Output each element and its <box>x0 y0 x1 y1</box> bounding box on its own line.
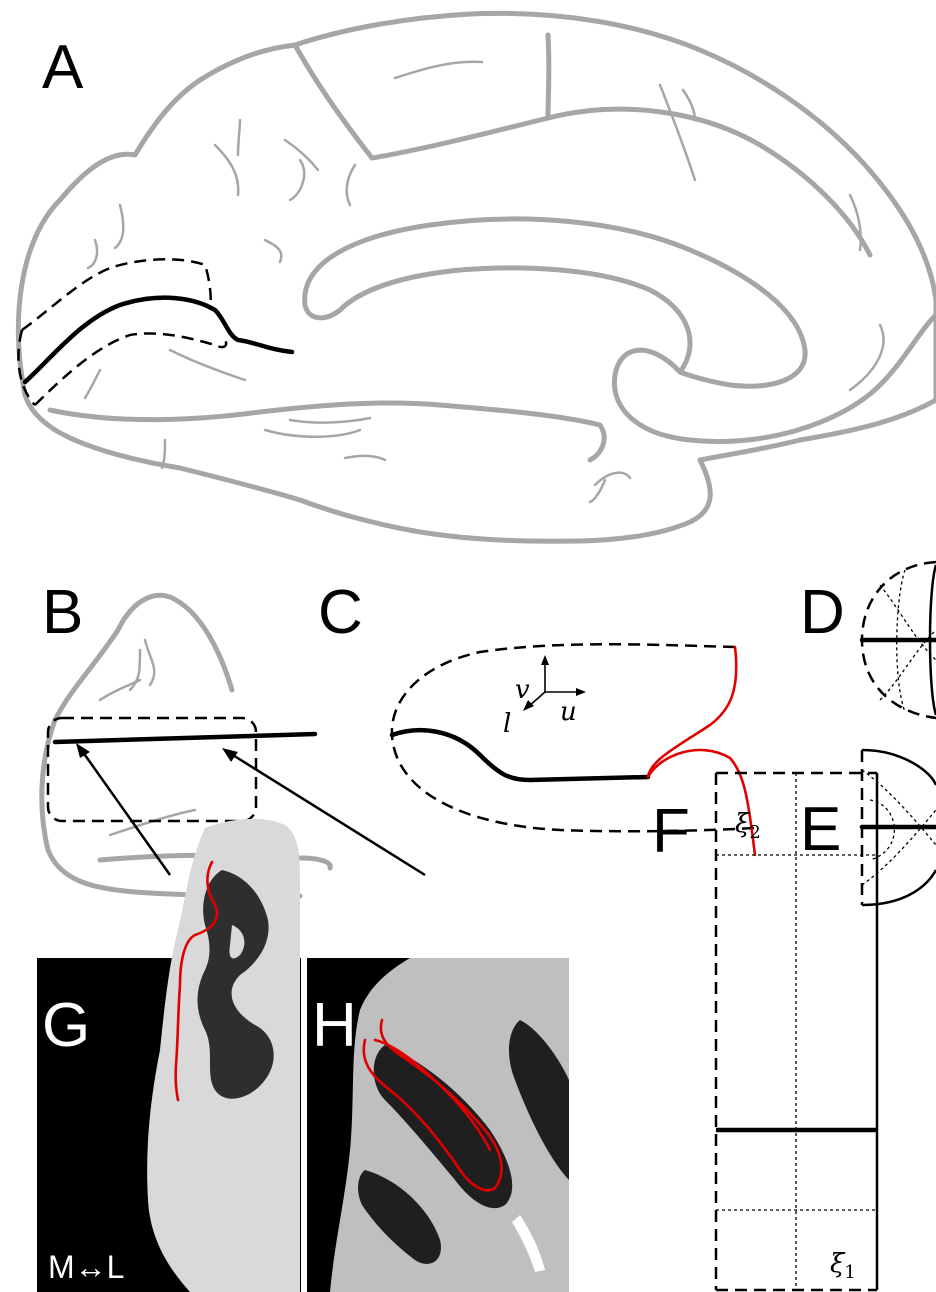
e-dotted-3 <box>870 800 894 860</box>
panel-label-h: H <box>312 991 357 1060</box>
c-axis-u-head <box>576 688 586 696</box>
panel-d-hemisphere: D <box>800 562 936 718</box>
sulcus-21 <box>85 370 100 398</box>
c-fissure <box>392 730 648 780</box>
sulcus-11 <box>265 240 281 262</box>
brain-division-2 <box>548 35 549 118</box>
brain-callosum-outline <box>305 219 805 386</box>
panel-label-b: B <box>42 578 83 647</box>
sulcus-1 <box>395 62 482 78</box>
sulcus-5 <box>850 325 883 390</box>
panel-label-g: G <box>42 991 90 1060</box>
c-label-v: v <box>515 675 530 705</box>
sulcus-15 <box>265 430 360 437</box>
sulcus-13 <box>88 240 97 268</box>
arrow-head-g <box>76 743 90 758</box>
e-dotted-2 <box>862 810 936 885</box>
panel-f-grid: F ξ2 ξ1 <box>652 773 877 1290</box>
occipital-sulcus-3 <box>100 680 140 700</box>
sulcus-7 <box>238 120 240 155</box>
d-dotted-1 <box>880 585 936 660</box>
sulcus-16 <box>290 418 370 423</box>
brain-division-1 <box>295 45 372 158</box>
calcarine-fissure-b <box>55 734 315 742</box>
panel-label-a: A <box>42 33 84 102</box>
arrow-head-h <box>222 748 238 762</box>
sulcus-18 <box>345 456 385 460</box>
brain-cingulate-outer <box>372 109 870 255</box>
brain-outer-outline <box>18 13 936 541</box>
occipital-roi-box <box>48 718 256 821</box>
c-ellipse-boundary <box>392 644 755 831</box>
sulcus-9 <box>290 160 304 200</box>
occipital-sulcus-1 <box>145 640 154 685</box>
panel-h-mri: H <box>307 958 569 1292</box>
occipital-sulcus-4 <box>110 810 195 835</box>
panel-label-d: D <box>800 578 845 647</box>
e-dotted-1 <box>862 770 936 845</box>
c-axis-v-head <box>541 655 549 665</box>
panel-label-f: F <box>652 797 690 866</box>
brain-inferior-contour <box>50 403 604 460</box>
f-label-xi1: ξ1 <box>830 1249 856 1283</box>
sulcus-10 <box>347 165 355 205</box>
c-label-u: u <box>560 697 577 727</box>
sulcus-19 <box>595 473 630 485</box>
sulcus-6 <box>215 145 238 195</box>
c-label-l: l <box>503 709 511 739</box>
panel-label-c: C <box>318 578 363 647</box>
brain-roi-dashed-upper <box>22 259 211 330</box>
panel-a-brain: A <box>18 13 936 541</box>
orientation-label: M↔L <box>48 1249 124 1285</box>
sulcus-14 <box>170 350 245 380</box>
f-label-xi2: ξ2 <box>735 809 761 843</box>
sulcus-12 <box>115 205 123 248</box>
calcarine-fissure-a <box>25 298 292 382</box>
panel-label-e: E <box>800 795 841 864</box>
panel-g-mri: G M↔L <box>37 819 301 1292</box>
